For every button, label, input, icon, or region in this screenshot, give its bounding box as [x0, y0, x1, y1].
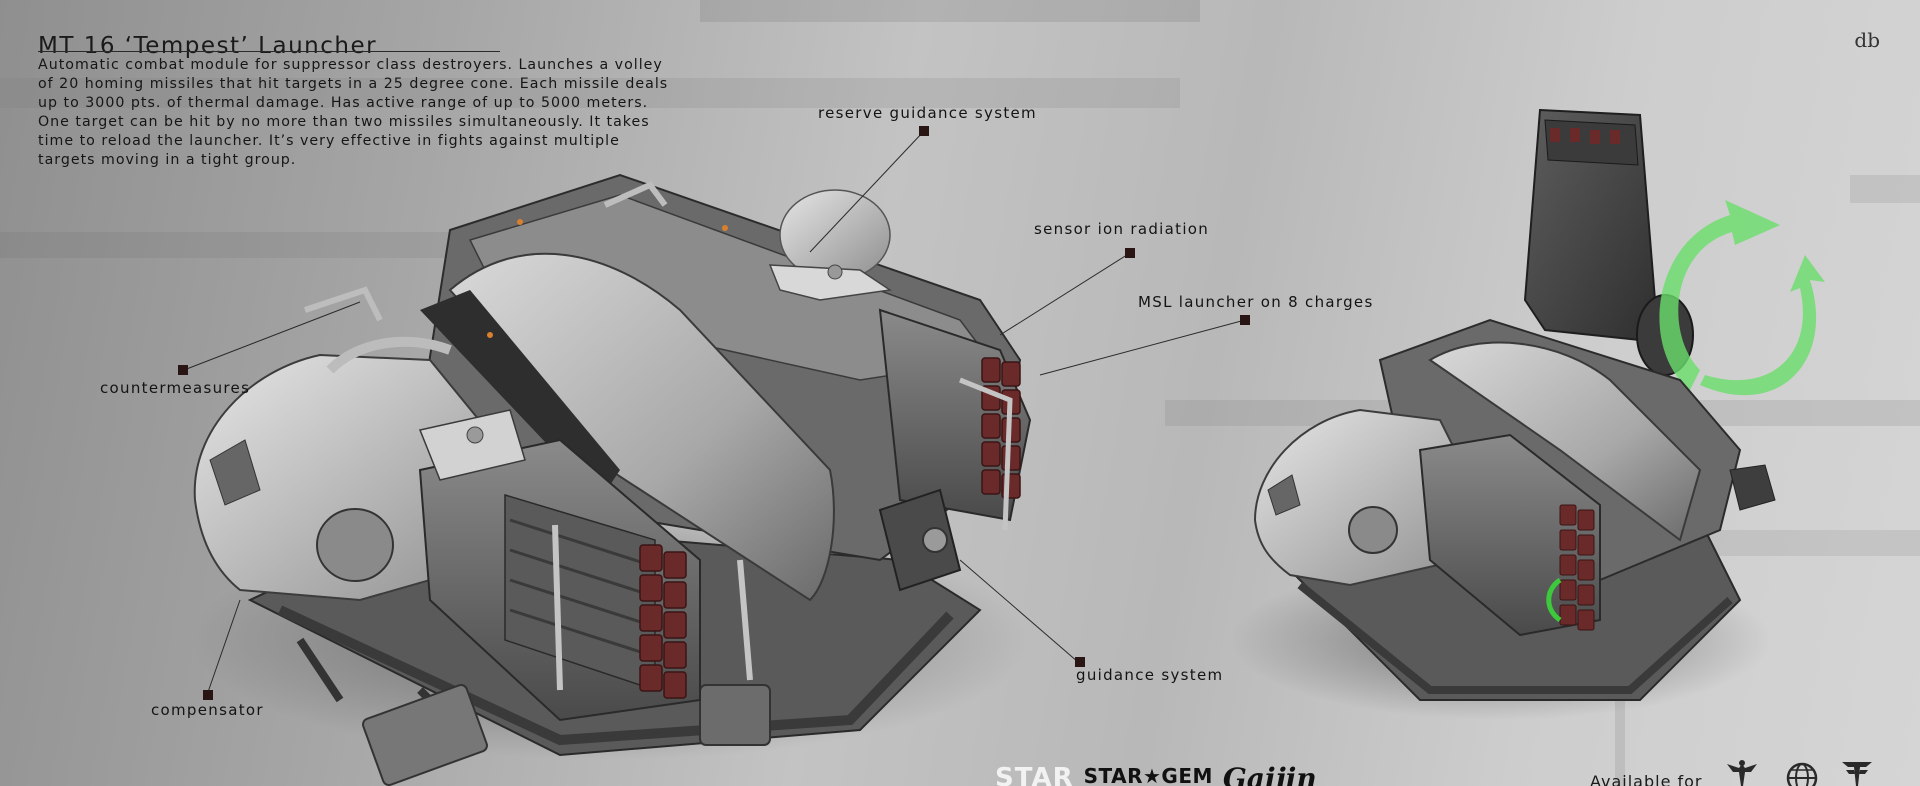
missile-pod-front — [418, 409, 753, 722]
launcher-deployed-view — [1230, 108, 1825, 720]
callout-countermeasures: countermeasures — [100, 379, 251, 397]
callout-dot — [1075, 657, 1085, 667]
armor-fairing — [448, 252, 835, 602]
globe-icon[interactable] — [1785, 758, 1819, 786]
signature-icon: db — [1854, 28, 1880, 52]
wing-emblem-icon[interactable] — [1840, 758, 1874, 786]
callout-lines — [183, 130, 1246, 696]
callout-sensor-ion: sensor ion radiation — [1034, 220, 1210, 238]
callout-dot — [203, 690, 213, 700]
launcher-main-view — [190, 173, 1032, 786]
callout-msl-launcher: MSL launcher on 8 charges — [1138, 293, 1374, 311]
handle-bar — [304, 286, 383, 322]
eagle-emblem-icon[interactable] — [1725, 758, 1759, 786]
guidance-unit — [878, 488, 962, 592]
missile-tips — [639, 544, 687, 699]
callout-reserve-guidance: reserve guidance system — [818, 104, 1037, 122]
callout-dot — [1240, 315, 1250, 325]
missile-pod-2 — [1418, 433, 1601, 637]
dome-sensor — [209, 439, 261, 506]
countermeasure-pod — [316, 508, 394, 582]
reserve-guidance-unit — [768, 264, 893, 301]
callout-dot — [178, 365, 188, 375]
armor-fairing-2 — [1428, 341, 1702, 542]
callout-compensator: compensator — [151, 701, 264, 719]
available-for-label: Available for — [1590, 772, 1703, 786]
handle-bar — [603, 181, 668, 208]
description-text: Automatic combat module for suppressor c… — [38, 57, 669, 168]
star-logo: STAR — [995, 763, 1074, 786]
partner-logos: STAR STAR★GEM Gaijin — [995, 763, 1317, 786]
reload-arrows-icon — [1659, 200, 1825, 396]
callout-dot — [1125, 248, 1135, 258]
page-title: MT 16 ‘Tempest’ Launcher — [38, 33, 378, 60]
gaijin-logo: Gaijin — [1222, 763, 1317, 786]
missile-pod-rear — [878, 308, 1032, 531]
callout-guidance: guidance system — [1076, 666, 1224, 684]
stargem-logo: STAR★GEM — [1083, 764, 1213, 786]
title-divider — [38, 51, 500, 52]
callout-dot — [919, 126, 929, 136]
